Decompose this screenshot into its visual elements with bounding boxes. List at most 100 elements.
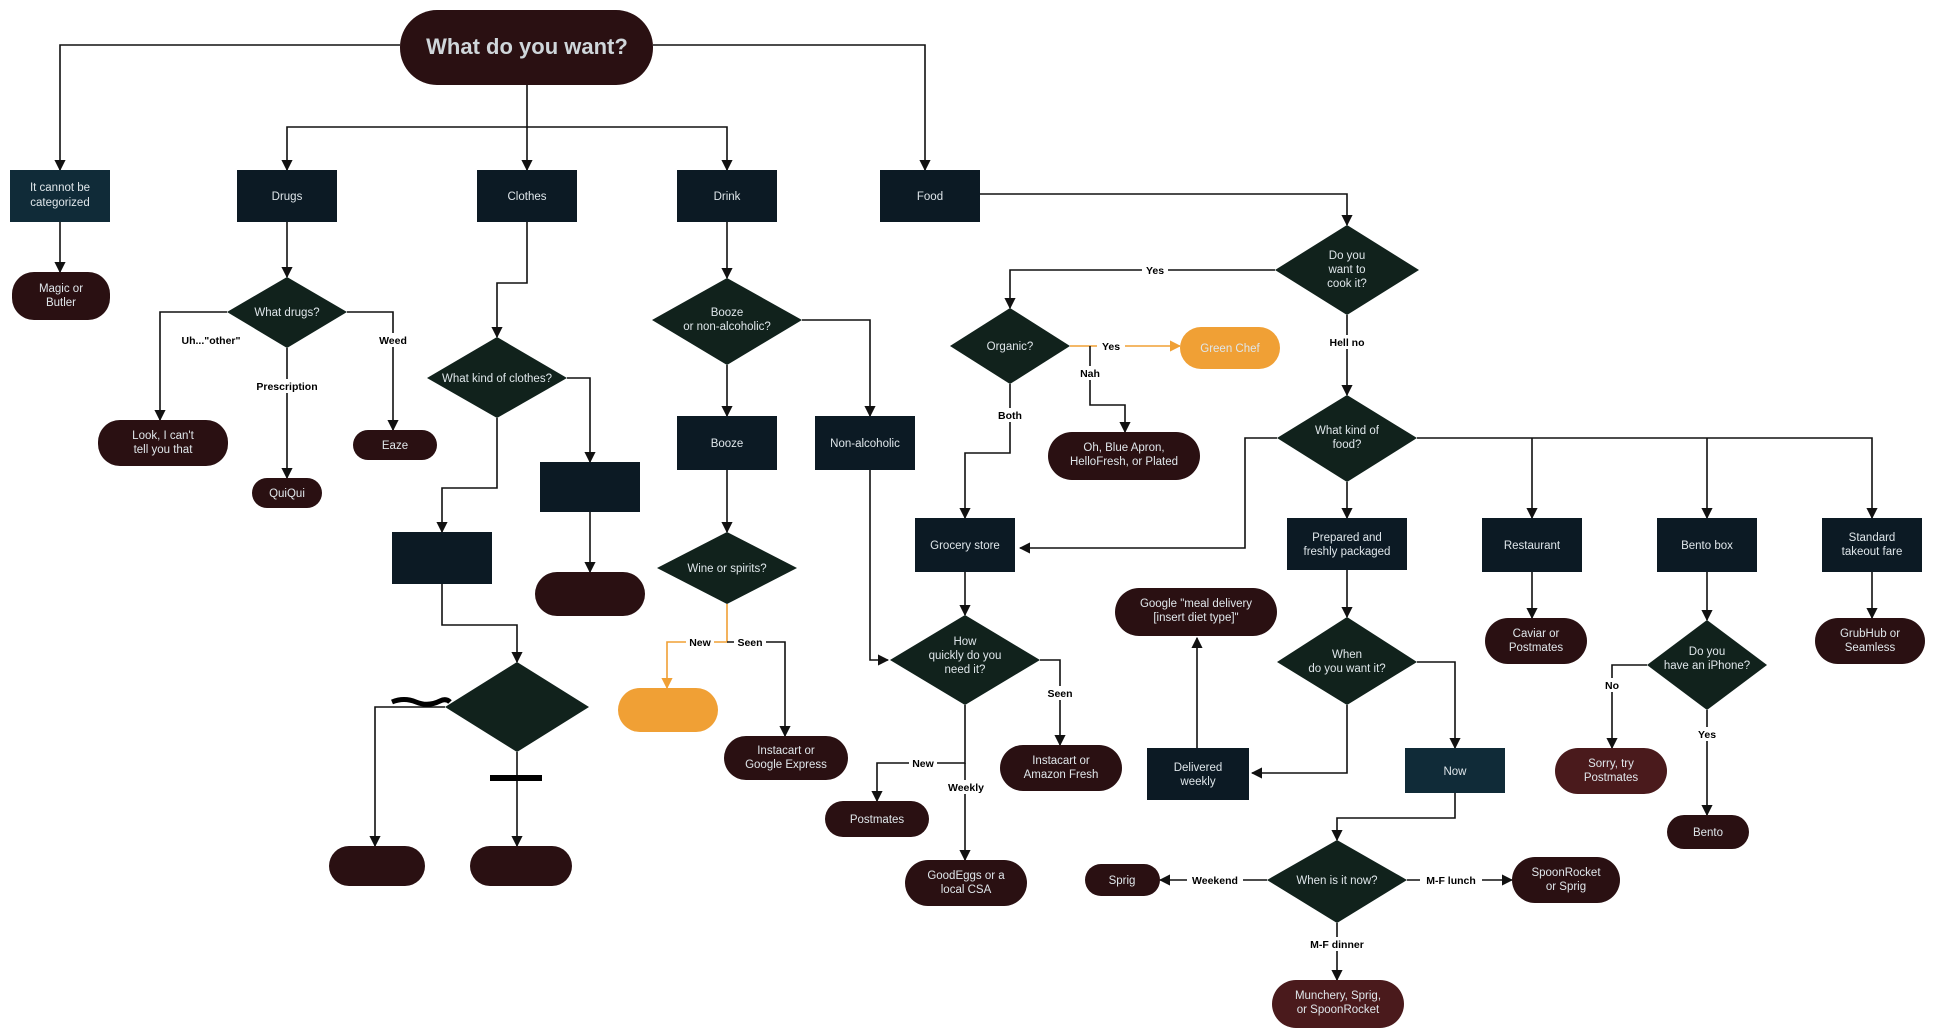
delivered-weekly-node[interactable]: Delivered weekly xyxy=(1147,748,1249,800)
spoonrocket-label-1: SpoonRocket xyxy=(1531,867,1601,879)
goodeggs-node[interactable]: GoodEggs or a local CSA xyxy=(905,860,1027,906)
spoonrocket-label-2: or Sprig xyxy=(1546,881,1586,893)
blue-apron-label-2: HelloFresh, or Plated xyxy=(1070,456,1178,468)
blue-apron-node[interactable]: Oh, Blue Apron, HelloFresh, or Plated xyxy=(1048,432,1200,480)
drink-label: Drink xyxy=(714,191,741,203)
how-seen-answer-node[interactable]: Instacart or Amazon Fresh xyxy=(1000,745,1122,791)
sorry-postmates-node[interactable]: Sorry, try Postmates xyxy=(1555,748,1667,794)
drink-node[interactable]: Drink xyxy=(677,170,777,222)
edge-cook-yes xyxy=(1004,269,1275,310)
booze-node[interactable]: Booze xyxy=(677,416,777,470)
drugs-prescription-answer-node[interactable]: QuiQui xyxy=(252,478,322,508)
edge-when-delivered xyxy=(1250,705,1348,779)
drugs-other-label-2: tell you that xyxy=(134,444,194,456)
clothes-q2-left-answer-node[interactable] xyxy=(329,846,425,886)
magic-or-butler-node[interactable]: Magic or Butler xyxy=(12,272,110,320)
drugs-question-label: What drugs? xyxy=(254,307,319,319)
booze-question-node[interactable]: Wine or spirits? xyxy=(657,532,797,604)
spoonrocket-sprig-node[interactable]: SpoonRocket or Sprig xyxy=(1512,857,1620,903)
booze-seen-answer-node[interactable]: Instacart or Google Express xyxy=(724,736,848,780)
how-question-label-2: quickly do you xyxy=(929,650,1002,662)
edge-label-weekend: Weekend xyxy=(1192,875,1238,887)
cook-question-label-1: Do you xyxy=(1329,250,1365,262)
prepared-label-1: Prepared and xyxy=(1312,532,1382,544)
bento-answer-node[interactable]: Bento xyxy=(1667,815,1749,849)
postmates-label: Postmates xyxy=(850,814,905,826)
sprig-node[interactable]: Sprig xyxy=(1085,864,1160,896)
food-node[interactable]: Food xyxy=(880,170,980,222)
munchery-node[interactable]: Munchery, Sprig, or SpoonRocket xyxy=(1272,980,1404,1028)
iphone-label-2: have an iPhone? xyxy=(1664,660,1750,672)
edge-label-how-seen: Seen xyxy=(1047,688,1072,700)
when-is-question-node[interactable]: When is it now? xyxy=(1267,840,1407,923)
scribble-mark xyxy=(391,697,452,707)
edge-label-drugs-prescription: Prescription xyxy=(256,381,317,393)
caviar-label-2: Postmates xyxy=(1509,642,1564,654)
drugs-weed-answer-node[interactable]: Eaze xyxy=(353,430,437,460)
edge-clothes-question xyxy=(491,222,528,339)
edge-iphone-no xyxy=(1606,664,1647,750)
iphone-question-node[interactable]: Do you have an iPhone? xyxy=(1647,620,1767,710)
sorry-label-1: Sorry, try xyxy=(1588,758,1634,770)
takeout-label-1: Standard xyxy=(1849,532,1896,544)
booze-seen-label-2: Google Express xyxy=(745,759,827,771)
drugs-node[interactable]: Drugs xyxy=(237,170,337,222)
clothes-question-label: What kind of clothes? xyxy=(442,373,552,385)
how-question-label-1: How xyxy=(953,636,977,648)
nonalcoholic-label: Non-alcoholic xyxy=(830,438,900,450)
bento-node[interactable]: Bento box xyxy=(1657,518,1757,572)
uncategorized-node[interactable]: It cannot be categorized xyxy=(10,170,110,222)
how-question-label-3: need it? xyxy=(945,664,986,676)
drugs-label: Drugs xyxy=(272,191,303,203)
booze-new-answer-node[interactable] xyxy=(618,688,718,732)
caviar-node[interactable]: Caviar or Postmates xyxy=(1485,618,1587,664)
cook-question-node[interactable]: Do you want to cook it? xyxy=(1275,225,1419,315)
booze-seen-label-1: Instacart or xyxy=(757,745,815,757)
blue-apron-label-1: Oh, Blue Apron, xyxy=(1083,442,1164,454)
edge-nonalc-how xyxy=(869,470,890,666)
root-label: What do you want? xyxy=(426,34,628,59)
now-node[interactable]: Now xyxy=(1405,748,1505,793)
sprig-label: Sprig xyxy=(1109,875,1136,887)
clothes-question2-node[interactable] xyxy=(445,662,589,752)
grocery-node[interactable]: Grocery store xyxy=(915,518,1015,572)
edge-now-when-is xyxy=(1331,793,1456,842)
clothes-right-answer-node[interactable] xyxy=(535,572,645,616)
clothes-q2-bottom-answer-node[interactable] xyxy=(470,846,572,886)
edge-label-cook-no: Hell no xyxy=(1329,337,1364,349)
drugs-other-answer-node[interactable]: Look, I can't tell you that xyxy=(98,420,228,466)
drink-question-node[interactable]: Booze or non-alcoholic? xyxy=(652,278,802,365)
clothes-left-box[interactable] xyxy=(392,532,492,584)
organic-question-node[interactable]: Organic? xyxy=(950,308,1070,384)
when-question-node[interactable]: When do you want it? xyxy=(1277,617,1417,705)
drugs-other-label-1: Look, I can't xyxy=(132,430,194,442)
uncategorized-label-1: It cannot be xyxy=(30,182,90,194)
restaurant-node[interactable]: Restaurant xyxy=(1482,518,1582,572)
prepared-label-2: freshly packaged xyxy=(1304,546,1391,558)
green-chef-node[interactable]: Green Chef xyxy=(1180,327,1280,369)
takeout-node[interactable]: Standard takeout fare xyxy=(1822,518,1922,572)
google-meal-node[interactable]: Google "meal delivery [insert diet type]… xyxy=(1115,588,1277,636)
munchery-label-2: or SpoonRocket xyxy=(1297,1004,1380,1016)
root-node[interactable] xyxy=(400,10,653,85)
edge-label-how-weekly: Weekly xyxy=(948,782,984,794)
postmates-node[interactable]: Postmates xyxy=(825,801,929,837)
how-question-node[interactable]: How quickly do you need it? xyxy=(890,615,1040,705)
edge-root-drugs xyxy=(281,85,528,172)
drugs-question-node[interactable]: What drugs? xyxy=(227,277,347,348)
kind-question-label-1: What kind of xyxy=(1315,425,1380,437)
kind-question-node[interactable]: What kind of food? xyxy=(1277,395,1417,482)
iphone-label-1: Do you xyxy=(1689,646,1725,658)
grubhub-node[interactable]: GrubHub or Seamless xyxy=(1815,618,1925,664)
uncategorized-label-2: categorized xyxy=(30,197,89,209)
when-is-question-label: When is it now? xyxy=(1296,875,1377,887)
caviar-label-1: Caviar or xyxy=(1513,628,1560,640)
prepared-node[interactable]: Prepared and freshly packaged xyxy=(1287,518,1407,570)
edge-root-uncategorized xyxy=(54,44,400,172)
nonalcoholic-node[interactable]: Non-alcoholic xyxy=(815,416,915,470)
clothes-right-box[interactable] xyxy=(540,462,640,512)
clothes-question-node[interactable]: What kind of clothes? xyxy=(427,337,567,418)
clothes-node[interactable]: Clothes xyxy=(477,170,577,222)
edge-label-mf-dinner: M-F dinner xyxy=(1310,939,1364,951)
